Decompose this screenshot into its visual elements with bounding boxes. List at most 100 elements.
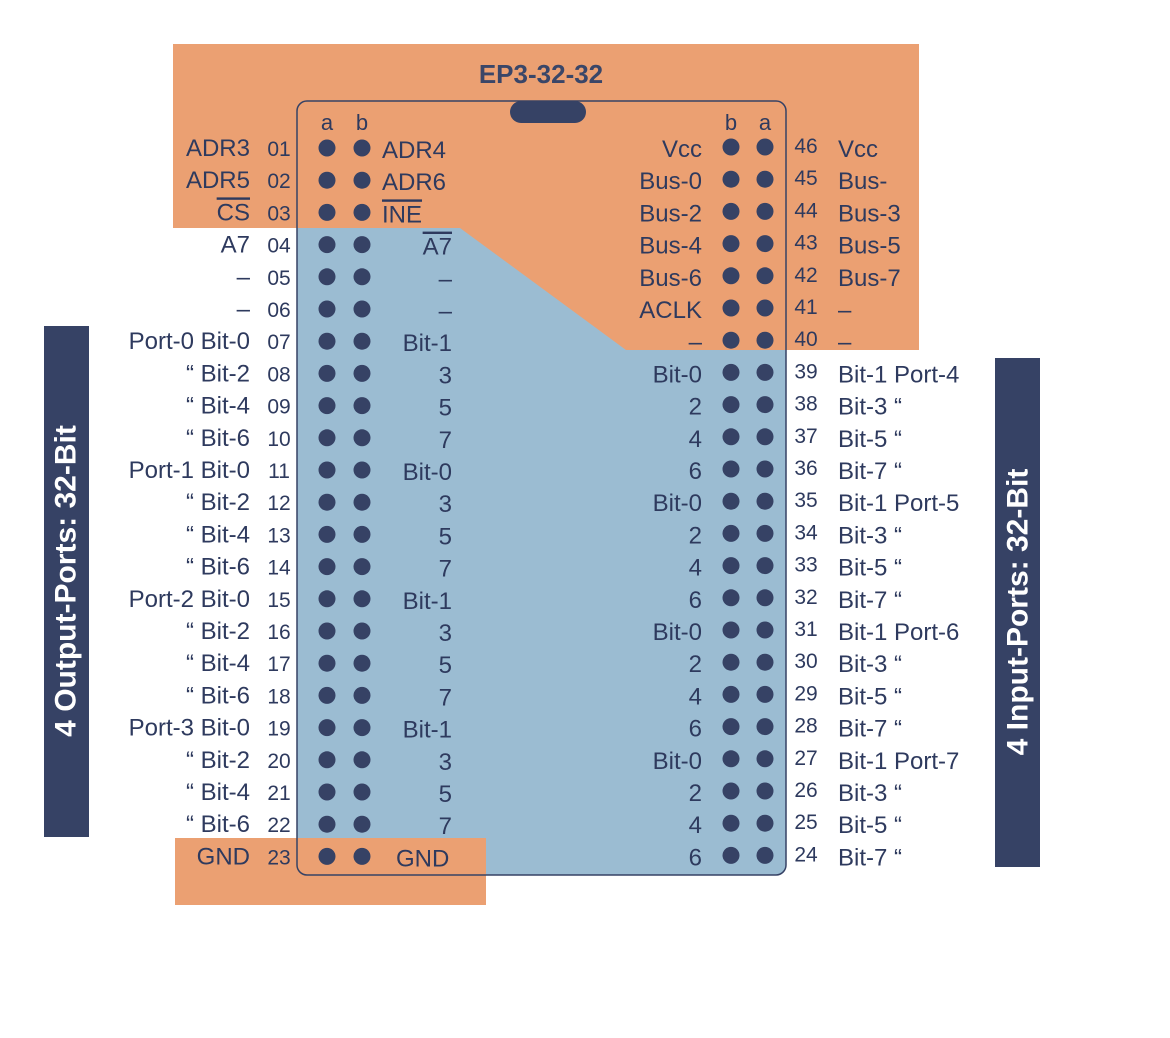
pin-label-outer: Bit-7 “ (838, 458, 902, 485)
pin-contact-a (756, 782, 774, 800)
pin-label-outer: Bit-5 “ (838, 555, 902, 582)
pin-number: 22 (267, 814, 290, 837)
pin-contact-b (722, 428, 740, 446)
pin-number: 38 (794, 393, 817, 416)
pin-label-inner: 4 (689, 426, 702, 453)
pin-row-01: ADR3 01 ADR4 (186, 135, 446, 164)
pin-label-outer: Bus-5 (838, 233, 901, 260)
pin-label-inner: Bit-0 (653, 361, 702, 388)
pin-number: 28 (794, 715, 817, 738)
pin-label-outer: ADR3 (186, 135, 250, 162)
pin-label-outer: Bit-1 Port-5 (838, 490, 959, 517)
pin-label-inner: 5 (439, 652, 452, 679)
pin-label-outer: “ Bit-2 (186, 489, 250, 516)
pin-contact-a (756, 492, 774, 510)
pin-number: 24 (794, 843, 818, 866)
pin-label-inner: 3 (439, 491, 452, 518)
pin-contact-b (722, 557, 740, 575)
column-header-right-b: b (725, 110, 737, 135)
pin-label-inner: Bit-0 (403, 459, 452, 486)
pin-contact-b (722, 492, 740, 510)
pin-label-outer: – (838, 297, 852, 324)
pin-contact-a (318, 525, 336, 543)
column-header-right-a: a (759, 110, 772, 135)
pin-label-inner: Bit-1 (403, 588, 452, 615)
pin-label-inner: ADR6 (382, 169, 446, 196)
pin-label-inner: 7 (439, 556, 452, 583)
pin-label-outer: “ Bit-6 (186, 425, 250, 452)
pin-number: 29 (794, 682, 817, 705)
pin-number: 21 (267, 782, 290, 805)
pin-label-outer: “ Bit-6 (186, 682, 250, 709)
pin-number: 15 (267, 589, 290, 612)
pin-number: 23 (267, 846, 290, 869)
pin-label-inner: 4 (689, 683, 702, 710)
pin-contact-a (756, 138, 774, 156)
pin-contact-b (353, 268, 371, 286)
pin-contact-b (722, 202, 740, 220)
pin-label-outer: “ Bit-6 (186, 811, 250, 838)
pin-contact-a (318, 654, 336, 672)
pin-label-outer: Bit-1 Port-6 (838, 619, 959, 646)
pin-number: 07 (267, 331, 290, 354)
pin-number: 17 (267, 653, 290, 676)
pin-contact-a (756, 846, 774, 864)
pin-label-outer: Port-3 Bit-0 (129, 715, 250, 742)
pin-contact-a (318, 751, 336, 769)
pin-label-outer: Bit-1 Port-4 (838, 361, 959, 388)
pin-label-inner: Bit-1 (403, 717, 452, 744)
pin-label-inner: ADR4 (382, 137, 446, 164)
pin-number: 25 (794, 811, 817, 834)
pin-label-inner: 4 (689, 555, 702, 582)
pin-contact-b (722, 524, 740, 542)
pin-label-inner: 3 (439, 362, 452, 389)
pin-label-outer: “ Bit-4 (186, 521, 250, 548)
pin-label-outer: – (838, 329, 852, 356)
pin-contact-b (353, 171, 371, 189)
pin-contact-b (353, 332, 371, 350)
pin-number: 41 (794, 296, 817, 319)
pin-number: 01 (267, 138, 290, 161)
pin-label-inner: 3 (439, 749, 452, 776)
pin-contact-b (353, 622, 371, 640)
pin-label-outer: Bit-3 “ (838, 651, 902, 678)
output-ports-banner (44, 326, 89, 837)
pin-label-outer: Bit-5 “ (838, 426, 902, 453)
pin-contact-a (756, 202, 774, 220)
pin-contact-b (353, 461, 371, 479)
pin-contact-b (353, 397, 371, 415)
pin-contact-b (722, 331, 740, 349)
pin-contact-a (318, 332, 336, 350)
pin-contact-a (318, 719, 336, 737)
pin-contact-a (318, 364, 336, 382)
pin-label-outer: Bit-3 “ (838, 522, 902, 549)
pin-row-40: –40– (689, 328, 852, 356)
column-header-left-b: b (356, 110, 368, 135)
pin-number: 04 (267, 235, 291, 258)
pin-contact-b (353, 590, 371, 608)
pin-contact-a (756, 718, 774, 736)
pin-number: 43 (794, 232, 817, 255)
pin-number: 33 (794, 554, 817, 577)
pin-number: 02 (267, 170, 290, 193)
pin-contact-b (722, 685, 740, 703)
pin-label-outer: “ Bit-6 (186, 554, 250, 581)
pin-contact-a (756, 428, 774, 446)
pin-contact-a (756, 814, 774, 832)
output-ports-banner-label: 4 Output-Ports: 32-Bit (50, 425, 83, 737)
pin-label-outer: Port-1 Bit-0 (129, 457, 250, 484)
pin-contact-b (353, 654, 371, 672)
pin-label-outer: GND (197, 843, 250, 870)
